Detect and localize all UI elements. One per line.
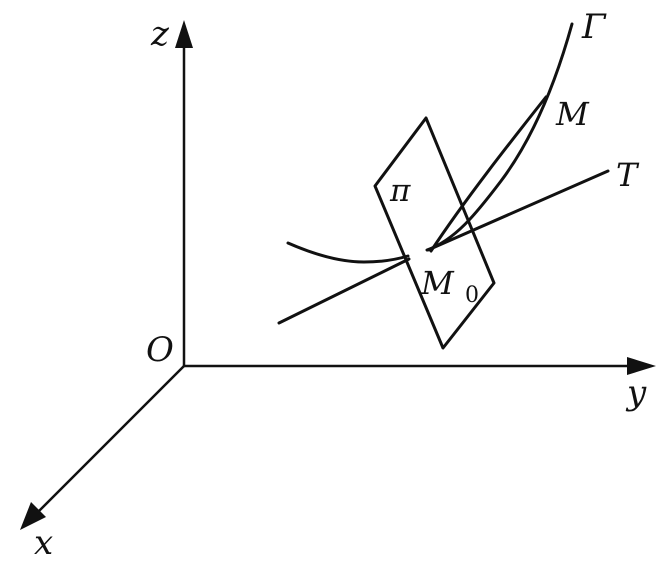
x-axis-label: x [34, 523, 53, 563]
coordinate-axes [20, 20, 656, 530]
point-m-label: M [555, 95, 590, 133]
tangent-t-label: T [616, 156, 640, 194]
labels: z y x O Γ M T π M 0 [34, 7, 647, 563]
point-m0-label: M 0 [420, 264, 479, 308]
point-m0-main-label: M [420, 264, 455, 302]
curve-gamma-left [286, 241, 410, 264]
point-m0-subscript: 0 [465, 283, 479, 308]
secant-curve-m0-to-m [429, 95, 548, 253]
z-axis-arrowhead [175, 20, 193, 48]
origin-label: O [146, 330, 174, 370]
y-axis-arrowhead [627, 357, 656, 375]
z-axis-label: z [150, 14, 170, 54]
plane-pi-label: π [389, 173, 411, 209]
space-curve-group [286, 22, 574, 264]
tangent-line-t-right [426, 169, 610, 252]
tangent-line-group [277, 169, 610, 325]
y-axis-label: y [625, 373, 647, 413]
tangent-line-t-left [277, 257, 411, 325]
plane-pi-outline [373, 116, 496, 350]
x-axis-arrowhead [20, 502, 46, 530]
x-axis-line [30, 364, 186, 520]
normal-plane [373, 116, 496, 350]
curve-gamma-label: Γ [581, 7, 607, 47]
curve-gamma-right [425, 22, 574, 252]
